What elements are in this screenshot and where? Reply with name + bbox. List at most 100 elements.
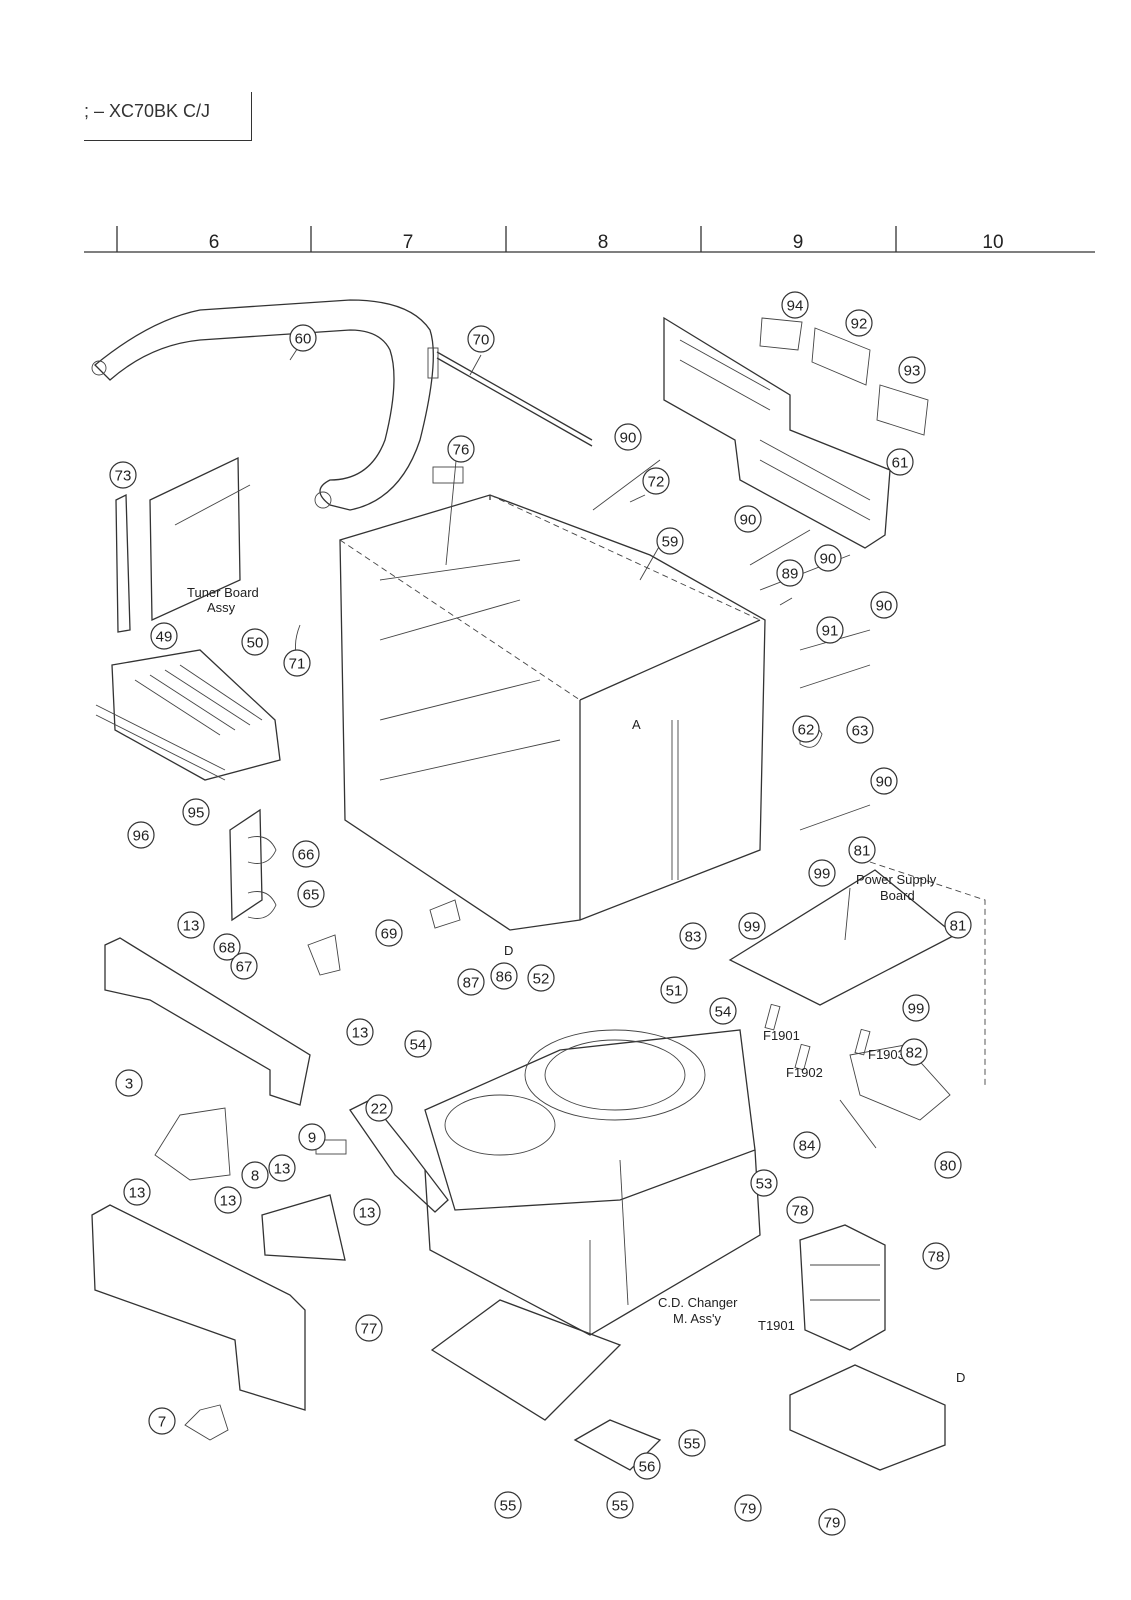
callout-54: 54 bbox=[404, 1030, 432, 1058]
power-supply-board bbox=[728, 861, 986, 1121]
callout-81: 81 bbox=[944, 911, 972, 939]
callout-8: 8 bbox=[241, 1161, 269, 1189]
callout-22: 22 bbox=[365, 1094, 393, 1122]
callout-84: 84 bbox=[793, 1131, 821, 1159]
callout-number: 80 bbox=[940, 1158, 957, 1175]
callout-number: 55 bbox=[500, 1498, 517, 1515]
callout-90: 90 bbox=[814, 544, 842, 572]
callout-number: 87 bbox=[463, 975, 480, 992]
callout-13: 13 bbox=[123, 1178, 151, 1206]
callout-number: 61 bbox=[892, 455, 909, 472]
callout-13: 13 bbox=[346, 1018, 374, 1046]
callout-number: 55 bbox=[612, 1498, 629, 1515]
cd-changer bbox=[424, 1029, 761, 1336]
label-f1902: F1902 bbox=[786, 1065, 823, 1080]
callout-61: 61 bbox=[886, 448, 914, 476]
cd-board bbox=[430, 1299, 662, 1471]
label-ref-a: A bbox=[632, 717, 641, 732]
callout-number: 69 bbox=[381, 926, 398, 943]
grid-ruler: 6 7 8 9 10 bbox=[84, 226, 1095, 253]
callout-49: 49 bbox=[150, 622, 178, 650]
callout-86: 86 bbox=[490, 962, 518, 990]
front-pcb-upper bbox=[104, 937, 311, 1106]
callout-69: 69 bbox=[375, 919, 403, 947]
callout-92: 92 bbox=[845, 309, 873, 337]
callout-number: 90 bbox=[876, 598, 893, 615]
callout-96: 96 bbox=[127, 821, 155, 849]
label-tuner-board-assy: Assy bbox=[207, 600, 236, 615]
callout-number: 51 bbox=[666, 983, 683, 1000]
callout-90: 90 bbox=[870, 591, 898, 619]
callout-number: 84 bbox=[799, 1138, 816, 1155]
callout-number: 70 bbox=[473, 332, 490, 349]
label-f1901: F1901 bbox=[763, 1028, 800, 1043]
callout-51: 51 bbox=[660, 976, 688, 1004]
callout-95: 95 bbox=[182, 798, 210, 826]
callout-55: 55 bbox=[678, 1429, 706, 1457]
callout-number: 67 bbox=[236, 959, 253, 976]
callout-50: 50 bbox=[241, 628, 269, 656]
callout-54: 54 bbox=[709, 997, 737, 1025]
callout-number: 90 bbox=[740, 512, 757, 529]
grid-col-10: 10 bbox=[982, 232, 1003, 253]
callout-number: 73 bbox=[115, 468, 132, 485]
callout-number: 99 bbox=[908, 1001, 925, 1018]
callout-63: 63 bbox=[846, 716, 874, 744]
callout-55: 55 bbox=[606, 1491, 634, 1519]
callout-89: 89 bbox=[776, 559, 804, 587]
callout-13: 13 bbox=[353, 1198, 381, 1226]
callout-93: 93 bbox=[898, 356, 926, 384]
callout-9: 9 bbox=[298, 1123, 326, 1151]
antenna-rod bbox=[427, 347, 593, 447]
callout-number: 78 bbox=[792, 1203, 809, 1220]
callout-number: 91 bbox=[822, 623, 839, 640]
callout-55: 55 bbox=[494, 1491, 522, 1519]
callout-number: 13 bbox=[220, 1193, 237, 1210]
front-pcb-lower bbox=[91, 1107, 306, 1441]
callout-73: 73 bbox=[109, 461, 137, 489]
callout-number: 81 bbox=[950, 918, 967, 935]
callout-number: 56 bbox=[639, 1459, 656, 1476]
callout-number: 68 bbox=[219, 940, 236, 957]
callout-number: 50 bbox=[247, 635, 264, 652]
label-tuner-board: Tuner Board bbox=[187, 585, 259, 600]
callout-81: 81 bbox=[848, 836, 876, 864]
callout-number: 54 bbox=[410, 1037, 427, 1054]
callout-68: 68 bbox=[213, 933, 241, 961]
power-transformer bbox=[789, 1224, 946, 1471]
callout-90: 90 bbox=[870, 767, 898, 795]
callout-80: 80 bbox=[934, 1151, 962, 1179]
labels-92-93-94 bbox=[432, 317, 929, 484]
callout-number: 13 bbox=[129, 1185, 146, 1202]
label-ref-d-transformer: D bbox=[956, 1370, 965, 1385]
callout-77: 77 bbox=[355, 1314, 383, 1342]
callout-70: 70 bbox=[467, 325, 495, 353]
main-cabinet bbox=[339, 494, 766, 931]
callout-number: 72 bbox=[648, 474, 665, 491]
callout-83: 83 bbox=[679, 922, 707, 950]
callout-13: 13 bbox=[268, 1154, 296, 1182]
callout-79: 79 bbox=[818, 1508, 846, 1536]
callout-number: 65 bbox=[303, 887, 320, 904]
callout-13: 13 bbox=[214, 1186, 242, 1214]
callout-number: 62 bbox=[798, 722, 815, 739]
callout-56: 56 bbox=[633, 1452, 661, 1480]
callout-number: 77 bbox=[361, 1321, 378, 1338]
callout-number: 60 bbox=[295, 331, 312, 348]
callout-52: 52 bbox=[527, 964, 555, 992]
speaker-terminal-board bbox=[229, 808, 341, 976]
callout-number: 81 bbox=[854, 843, 871, 860]
callout-13: 13 bbox=[177, 911, 205, 939]
callout-number: 86 bbox=[496, 969, 513, 986]
callout-65: 65 bbox=[297, 880, 325, 908]
callout-number: 7 bbox=[158, 1414, 166, 1431]
callout-number: 76 bbox=[453, 442, 470, 459]
model-header-box: ; – XC70BK C/J bbox=[84, 92, 252, 141]
callout-3: 3 bbox=[115, 1069, 143, 1097]
grid-col-9: 9 bbox=[793, 232, 804, 253]
callout-number: 8 bbox=[251, 1168, 259, 1185]
callout-99: 99 bbox=[738, 912, 766, 940]
callout-number: 90 bbox=[620, 430, 637, 447]
